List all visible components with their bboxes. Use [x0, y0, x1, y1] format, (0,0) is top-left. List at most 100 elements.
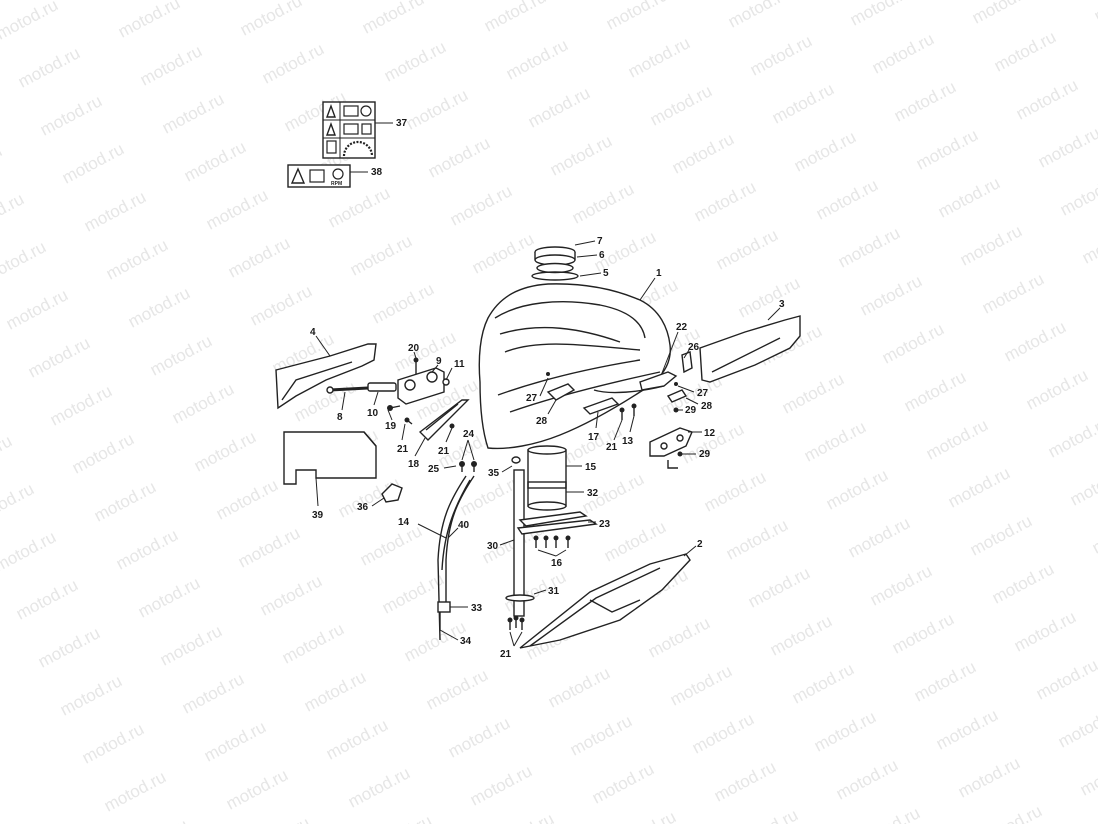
watermark-text: motod.ru — [611, 807, 679, 824]
watermark-text: motod.ru — [245, 813, 313, 824]
label-11: 11 — [454, 359, 465, 370]
watermark-text: motod.ru — [789, 659, 857, 707]
watermark-text: motod.ru — [1067, 461, 1098, 509]
label-30: 30 — [487, 541, 499, 552]
watermark-text: motod.ru — [91, 477, 159, 525]
label-34: 34 — [460, 636, 472, 647]
manual-icon — [343, 105, 359, 117]
watermark-text: motod.ru — [179, 669, 247, 717]
rpm-text: RPM — [331, 181, 342, 187]
watermark-text: motod.ru — [235, 523, 303, 571]
watermark-text: motod.ru — [123, 815, 191, 824]
warning-label-37 — [322, 101, 376, 159]
label-12: 12 — [704, 428, 716, 439]
watermark-text: motod.ru — [989, 559, 1057, 607]
watermark-text: motod.ru — [801, 417, 869, 465]
watermark-text: motod.ru — [811, 707, 879, 755]
watermark-text: motod.ru — [1057, 171, 1098, 219]
screws-24-25 — [459, 461, 477, 472]
watermark-text: motod.ru — [191, 427, 259, 475]
watermark-text: motod.ru — [357, 521, 425, 569]
ring-31 — [505, 594, 535, 602]
watermark-text: motod.ru — [445, 713, 513, 761]
watermark-text: motod.ru — [115, 0, 183, 42]
watermark-text: motod.ru — [1013, 75, 1081, 123]
label-29b: 29 — [699, 449, 711, 460]
trim-panel-18 — [418, 399, 470, 441]
watermark-text: motod.ru — [0, 141, 5, 189]
watermark-text: motod.ru — [467, 761, 535, 809]
mounting-plate-23 — [516, 511, 598, 535]
cover-39 — [283, 431, 377, 485]
watermark-text: motod.ru — [545, 663, 613, 711]
watermark-text: motod.ru — [125, 283, 193, 331]
watermark-text: motod.ru — [225, 233, 293, 281]
watermark-text: motod.ru — [823, 465, 891, 513]
bracket-12 — [649, 382, 693, 469]
label-28a: 28 — [536, 416, 548, 427]
watermark-text: motod.ru — [525, 83, 593, 131]
watermark-text: motod.ru — [733, 805, 801, 824]
watermark-text: motod.ru — [447, 181, 515, 229]
warning-triangle-icon — [326, 103, 336, 118]
label-36: 36 — [357, 502, 369, 513]
label-40: 40 — [458, 520, 470, 531]
label-3: 3 — [779, 299, 785, 310]
clip-27-28 — [546, 372, 576, 401]
label-24: 24 — [463, 429, 475, 440]
watermark-text: motod.ru — [647, 81, 715, 129]
watermark-text: motod.ru — [625, 33, 693, 81]
watermark-text: motod.ru — [103, 235, 171, 283]
watermark-text: motod.ru — [645, 613, 713, 661]
watermark-text: motod.ru — [1091, 0, 1098, 26]
side-cover-left-4 — [275, 343, 377, 410]
watermark-text: motod.ru — [37, 91, 105, 139]
watermark-text: motod.ru — [945, 463, 1013, 511]
screws-16 — [533, 535, 571, 548]
watermark-text: motod.ru — [1089, 509, 1098, 557]
label-37: 37 — [396, 118, 408, 129]
watermark-text: motod.ru — [237, 0, 305, 40]
watermark-text: motod.ru — [991, 27, 1059, 75]
watermark-text: motod.ru — [223, 765, 291, 813]
watermark-text: motod.ru — [0, 237, 49, 285]
watermark-text: motod.ru — [669, 129, 737, 177]
watermark-text: motod.ru — [935, 173, 1003, 221]
label-18: 18 — [408, 459, 420, 470]
warning-label-38: RPM — [287, 164, 351, 188]
watermark-text: motod.ru — [489, 809, 557, 824]
clip-36 — [381, 483, 403, 503]
sleeve-10 — [367, 382, 397, 392]
label-23: 23 — [599, 519, 611, 530]
label-25: 25 — [428, 464, 440, 475]
manual-icon — [343, 123, 359, 135]
watermark-text: motod.ru — [767, 611, 835, 659]
label-19: 19 — [385, 421, 397, 432]
label-14: 14 — [398, 517, 410, 528]
watermark-text: motod.ru — [69, 429, 137, 477]
label-35: 35 — [488, 468, 500, 479]
label-38: 38 — [371, 167, 383, 178]
watermark-text: motod.ru — [1079, 219, 1098, 267]
watermark-text: motod.ru — [113, 525, 181, 573]
watermark-text: motod.ru — [1035, 123, 1098, 171]
watermark-text: motod.ru — [891, 77, 959, 125]
side-cover-right-3 — [699, 315, 801, 383]
watermark-text: motod.ru — [723, 515, 791, 563]
watermark-text: motod.ru — [1055, 703, 1098, 751]
label-8: 8 — [337, 412, 343, 423]
watermark-text: motod.ru — [201, 717, 269, 765]
watermark-text: motod.ru — [347, 231, 415, 279]
watermark-text: motod.ru — [689, 709, 757, 757]
watermark-text: motod.ru — [0, 431, 15, 479]
watermark-text: motod.ru — [101, 767, 169, 815]
label-9: 9 — [436, 356, 442, 367]
label-6: 6 — [599, 250, 605, 261]
watermark-text: motod.ru — [869, 29, 937, 77]
watermark-text: motod.ru — [213, 475, 281, 523]
watermark-text: motod.ru — [57, 671, 125, 719]
watermark-text: motod.ru — [601, 517, 669, 565]
fuel-cap-assembly — [531, 246, 579, 281]
watermark-text: motod.ru — [469, 229, 537, 277]
label-26: 26 — [688, 342, 700, 353]
